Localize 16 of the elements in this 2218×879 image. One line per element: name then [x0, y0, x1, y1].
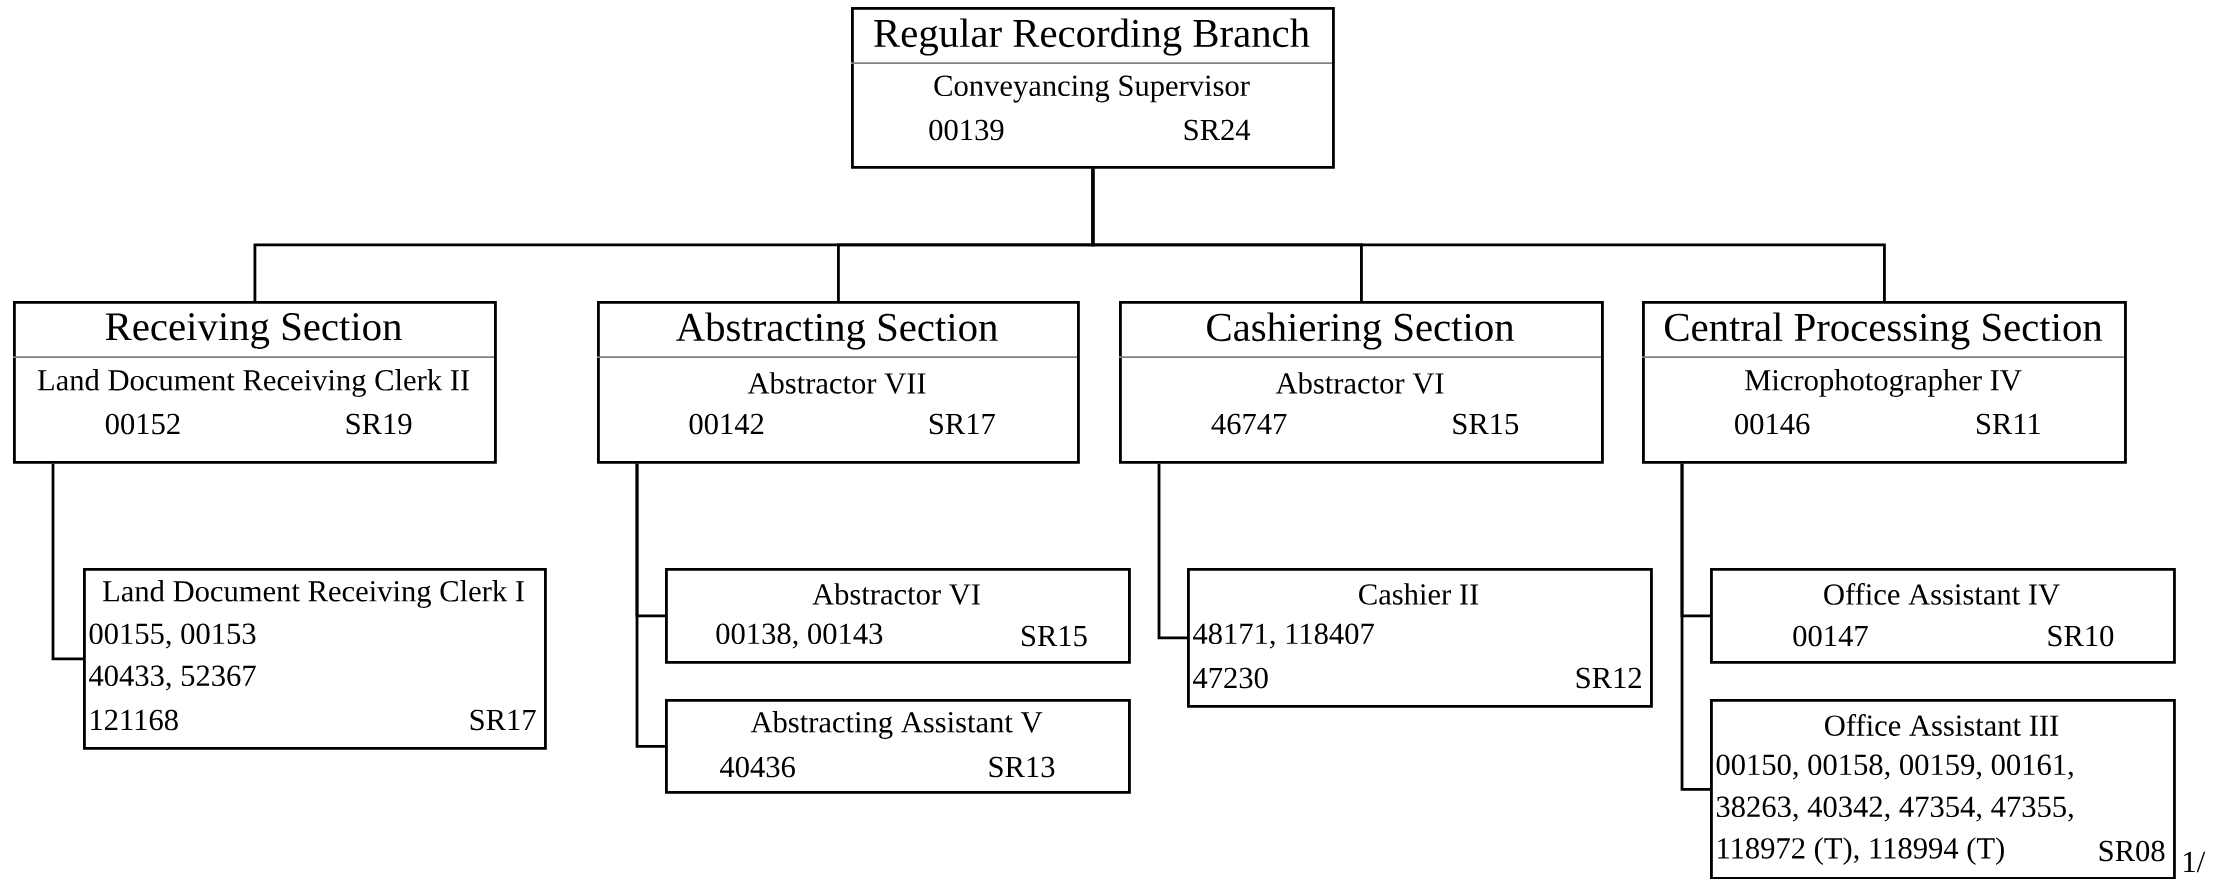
section-box: Regular Recording Branch Conveyancing Supervisor 00139 SR24 — [850, 7, 1335, 169]
section-box: Central Processing Section Microphotographer IV 00146 SR11 — [1641, 301, 2127, 464]
connector-line — [1091, 168, 1886, 301]
section-box: Cashiering Section Abstractor VI 46747 SR15 — [1118, 301, 1604, 464]
connector-line — [635, 463, 665, 748]
connector-line — [1157, 463, 1187, 640]
position-box: Abstracting Assistant V 40436 SR13 — [665, 699, 1131, 794]
position-box: Office Assistant III 00150, 00158, 00159, 00161, 38263, 40342, 47354, 47355, 118972 (T), 118994 (T) SR08 — [1710, 699, 2176, 879]
connector-line — [1680, 463, 1711, 791]
position-box: Office Assistant IV 00147 SR10 — [1710, 568, 2176, 664]
section-box: Receiving Section Land Document Receiving Clerk II 00152 SR19 — [12, 301, 497, 464]
position-box: Cashier II 48171, 118407 47230 SR12 — [1187, 568, 1653, 708]
position-box: Land Document Receiving Clerk I 00155, 00153 40433, 52367 121168 SR17 — [83, 568, 547, 750]
position-box: Abstractor VI 00138, 00143 SR15 — [665, 568, 1131, 664]
connector-line — [51, 463, 83, 661]
section-box: Abstracting Section Abstractor VII 00142 SR17 — [596, 301, 1080, 464]
